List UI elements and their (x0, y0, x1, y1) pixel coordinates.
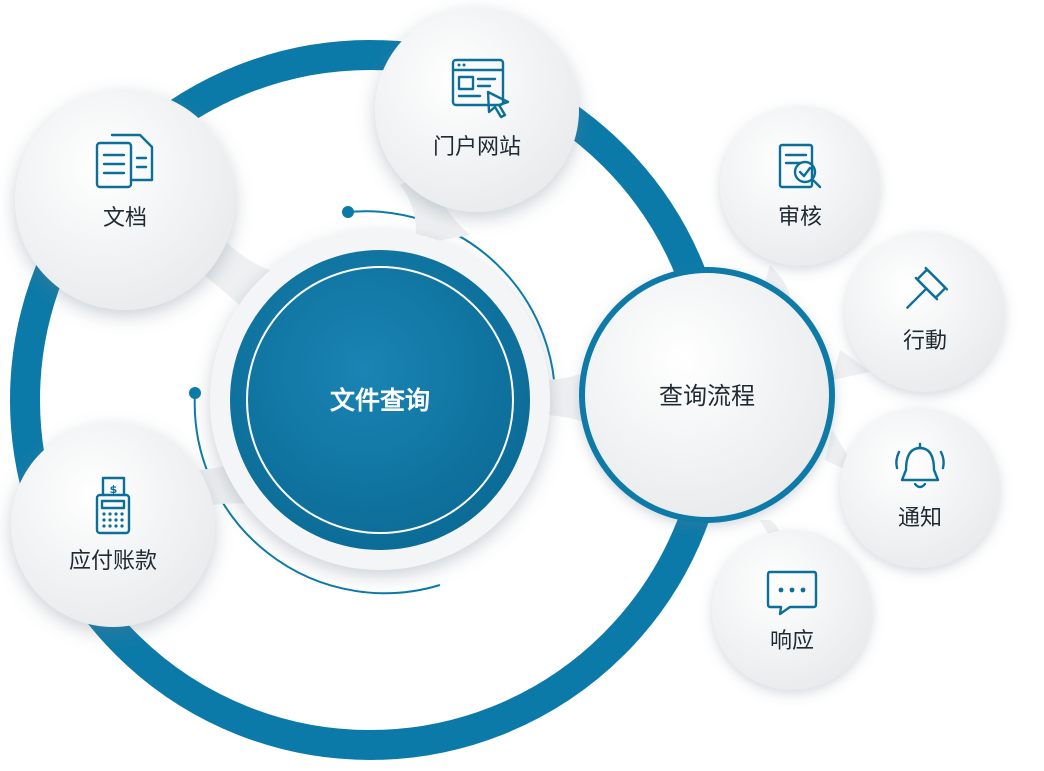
node-payables[interactable]: $ 应付账款 (11, 423, 215, 627)
arc-dot-left (189, 387, 201, 399)
web-portal-icon (451, 58, 510, 119)
node-portal-label: 门户网站 (433, 135, 521, 160)
node-notify-label: 通知 (898, 506, 942, 531)
flow-node[interactable]: 查询流程 (579, 267, 835, 523)
flow-label: 查询流程 (659, 382, 755, 410)
svg-text:$: $ (110, 483, 118, 496)
invoice-calculator-icon: $ (95, 476, 131, 535)
node-documents-label: 文档 (103, 206, 147, 231)
inner-arc-top (347, 210, 557, 411)
review-document-icon (778, 143, 822, 189)
node-portal[interactable]: 门户网站 (375, 8, 579, 212)
bell-icon (895, 442, 945, 489)
arc-dot-top (342, 206, 354, 218)
documents-icon (95, 133, 154, 189)
node-documents[interactable]: 文档 (15, 90, 235, 310)
gavel-icon (906, 266, 949, 309)
inner-arc-left (193, 392, 441, 595)
chat-bubble-icon (766, 570, 818, 616)
node-response[interactable]: 响应 (712, 530, 872, 690)
center-node[interactable]: 文件查询 (210, 230, 550, 570)
node-payables-label: 应付账款 (69, 549, 157, 574)
node-notify[interactable]: 通知 (840, 408, 1000, 568)
node-action-label: 行動 (903, 329, 947, 354)
node-review[interactable]: 审核 (720, 106, 880, 266)
node-review-label: 审核 (778, 205, 822, 230)
node-response-label: 响应 (770, 629, 814, 654)
node-action[interactable]: 行動 (845, 232, 1005, 392)
center-label: 文件查询 (330, 386, 430, 415)
